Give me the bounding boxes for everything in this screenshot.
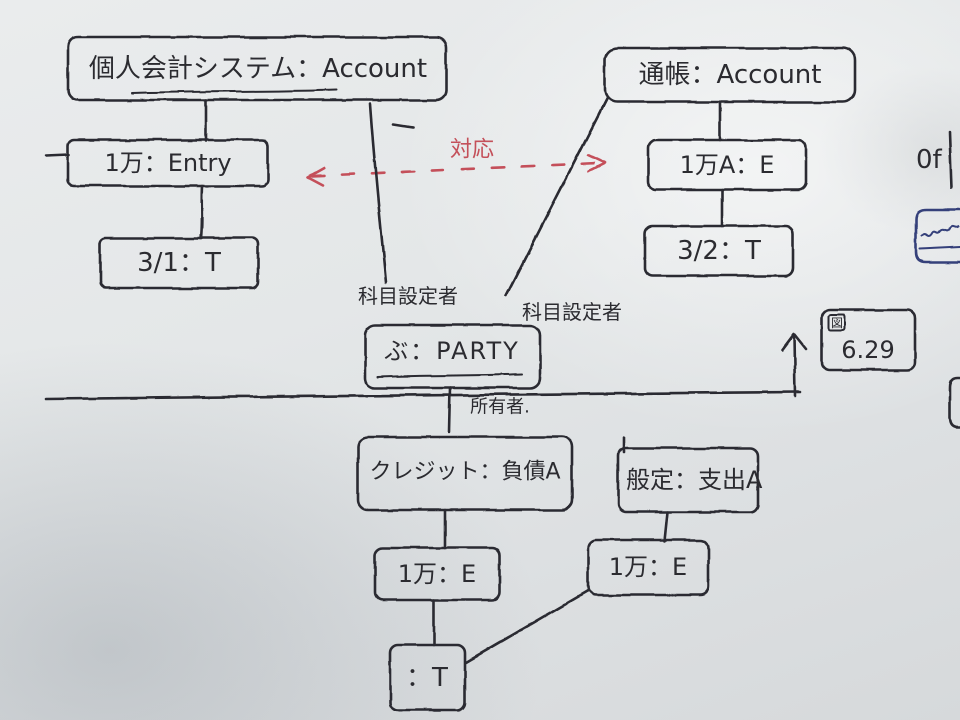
personal-entry-box bbox=[66, 138, 270, 188]
bankbook-transaction-box bbox=[643, 224, 795, 278]
edge-partial-scribble bbox=[921, 225, 959, 237]
figure-number: 6.29 bbox=[841, 336, 894, 364]
edge-partial-underline bbox=[919, 246, 960, 250]
credit-account-label: クレジット：負債A bbox=[369, 460, 560, 485]
personal-entry-label: 1万：Entry bbox=[104, 149, 231, 177]
figure-ref-box bbox=[820, 308, 917, 372]
setter-link-right bbox=[504, 96, 609, 298]
bankbook-transaction-label: 3/2：T bbox=[677, 236, 761, 266]
setter-link-left-tick bbox=[392, 122, 415, 129]
up-arrowhead bbox=[780, 332, 808, 352]
correspondence-arrow-line bbox=[310, 161, 600, 178]
expense-account-entry-link bbox=[663, 510, 670, 543]
edge-fragment-stroke bbox=[948, 130, 954, 190]
bankbook-entry-label: 1万A：E bbox=[680, 151, 775, 179]
correspondence-label: 対応 bbox=[450, 138, 494, 163]
party-box bbox=[363, 323, 542, 390]
party-underline bbox=[377, 373, 523, 378]
figure-icon: 図 bbox=[831, 316, 843, 330]
expense-account-label: 般定：支出A bbox=[626, 466, 763, 494]
bottom-transaction-box bbox=[388, 643, 467, 712]
bottom-transaction-label: ：T bbox=[406, 663, 448, 693]
edge-partial-box-blue bbox=[914, 208, 960, 264]
credit-entry-box bbox=[373, 546, 502, 602]
credit-entry-label: 1万：E bbox=[398, 560, 476, 588]
transaction-expense-entry-link bbox=[464, 589, 590, 664]
marker-strokes bbox=[44, 35, 960, 712]
personal-entry-left-stub bbox=[44, 153, 71, 158]
edge-fragment-text: 0f bbox=[916, 145, 943, 175]
divider-line bbox=[44, 390, 802, 401]
setter-label-left: 科目設定者 bbox=[358, 284, 458, 308]
figure-icon-box bbox=[828, 314, 846, 331]
personal-account-label: 個人会計システム：Account bbox=[89, 54, 427, 84]
personal-account-box bbox=[66, 35, 448, 102]
credit-account-box bbox=[356, 435, 574, 512]
personal-account-underline bbox=[131, 89, 337, 94]
correspondence-arrowhead-left bbox=[306, 166, 326, 187]
personal-transaction-box bbox=[98, 236, 260, 290]
setter-link-left bbox=[368, 102, 388, 284]
up-arrow-line bbox=[792, 334, 797, 398]
personal-entry-transaction-link bbox=[199, 184, 204, 240]
party-credit-link bbox=[447, 386, 452, 434]
setter-label-right: 科目設定者 bbox=[522, 300, 622, 324]
expense-entry-box bbox=[586, 538, 710, 597]
bankbook-account-label: 通帳：Account bbox=[639, 60, 822, 90]
party-label: ぶ：PARTY bbox=[384, 337, 520, 365]
bankbook-entry-box bbox=[646, 138, 808, 192]
expense-account-box bbox=[616, 446, 760, 514]
owner-label: 所有者. bbox=[470, 397, 530, 418]
edge-partial-box-lower bbox=[948, 376, 960, 430]
correspondence-arrowhead-right bbox=[586, 153, 607, 173]
expense-entry-label: 1万：E bbox=[609, 553, 687, 581]
bankbook-account-box bbox=[603, 46, 857, 104]
personal-transaction-label: 3/1：T bbox=[137, 248, 221, 278]
